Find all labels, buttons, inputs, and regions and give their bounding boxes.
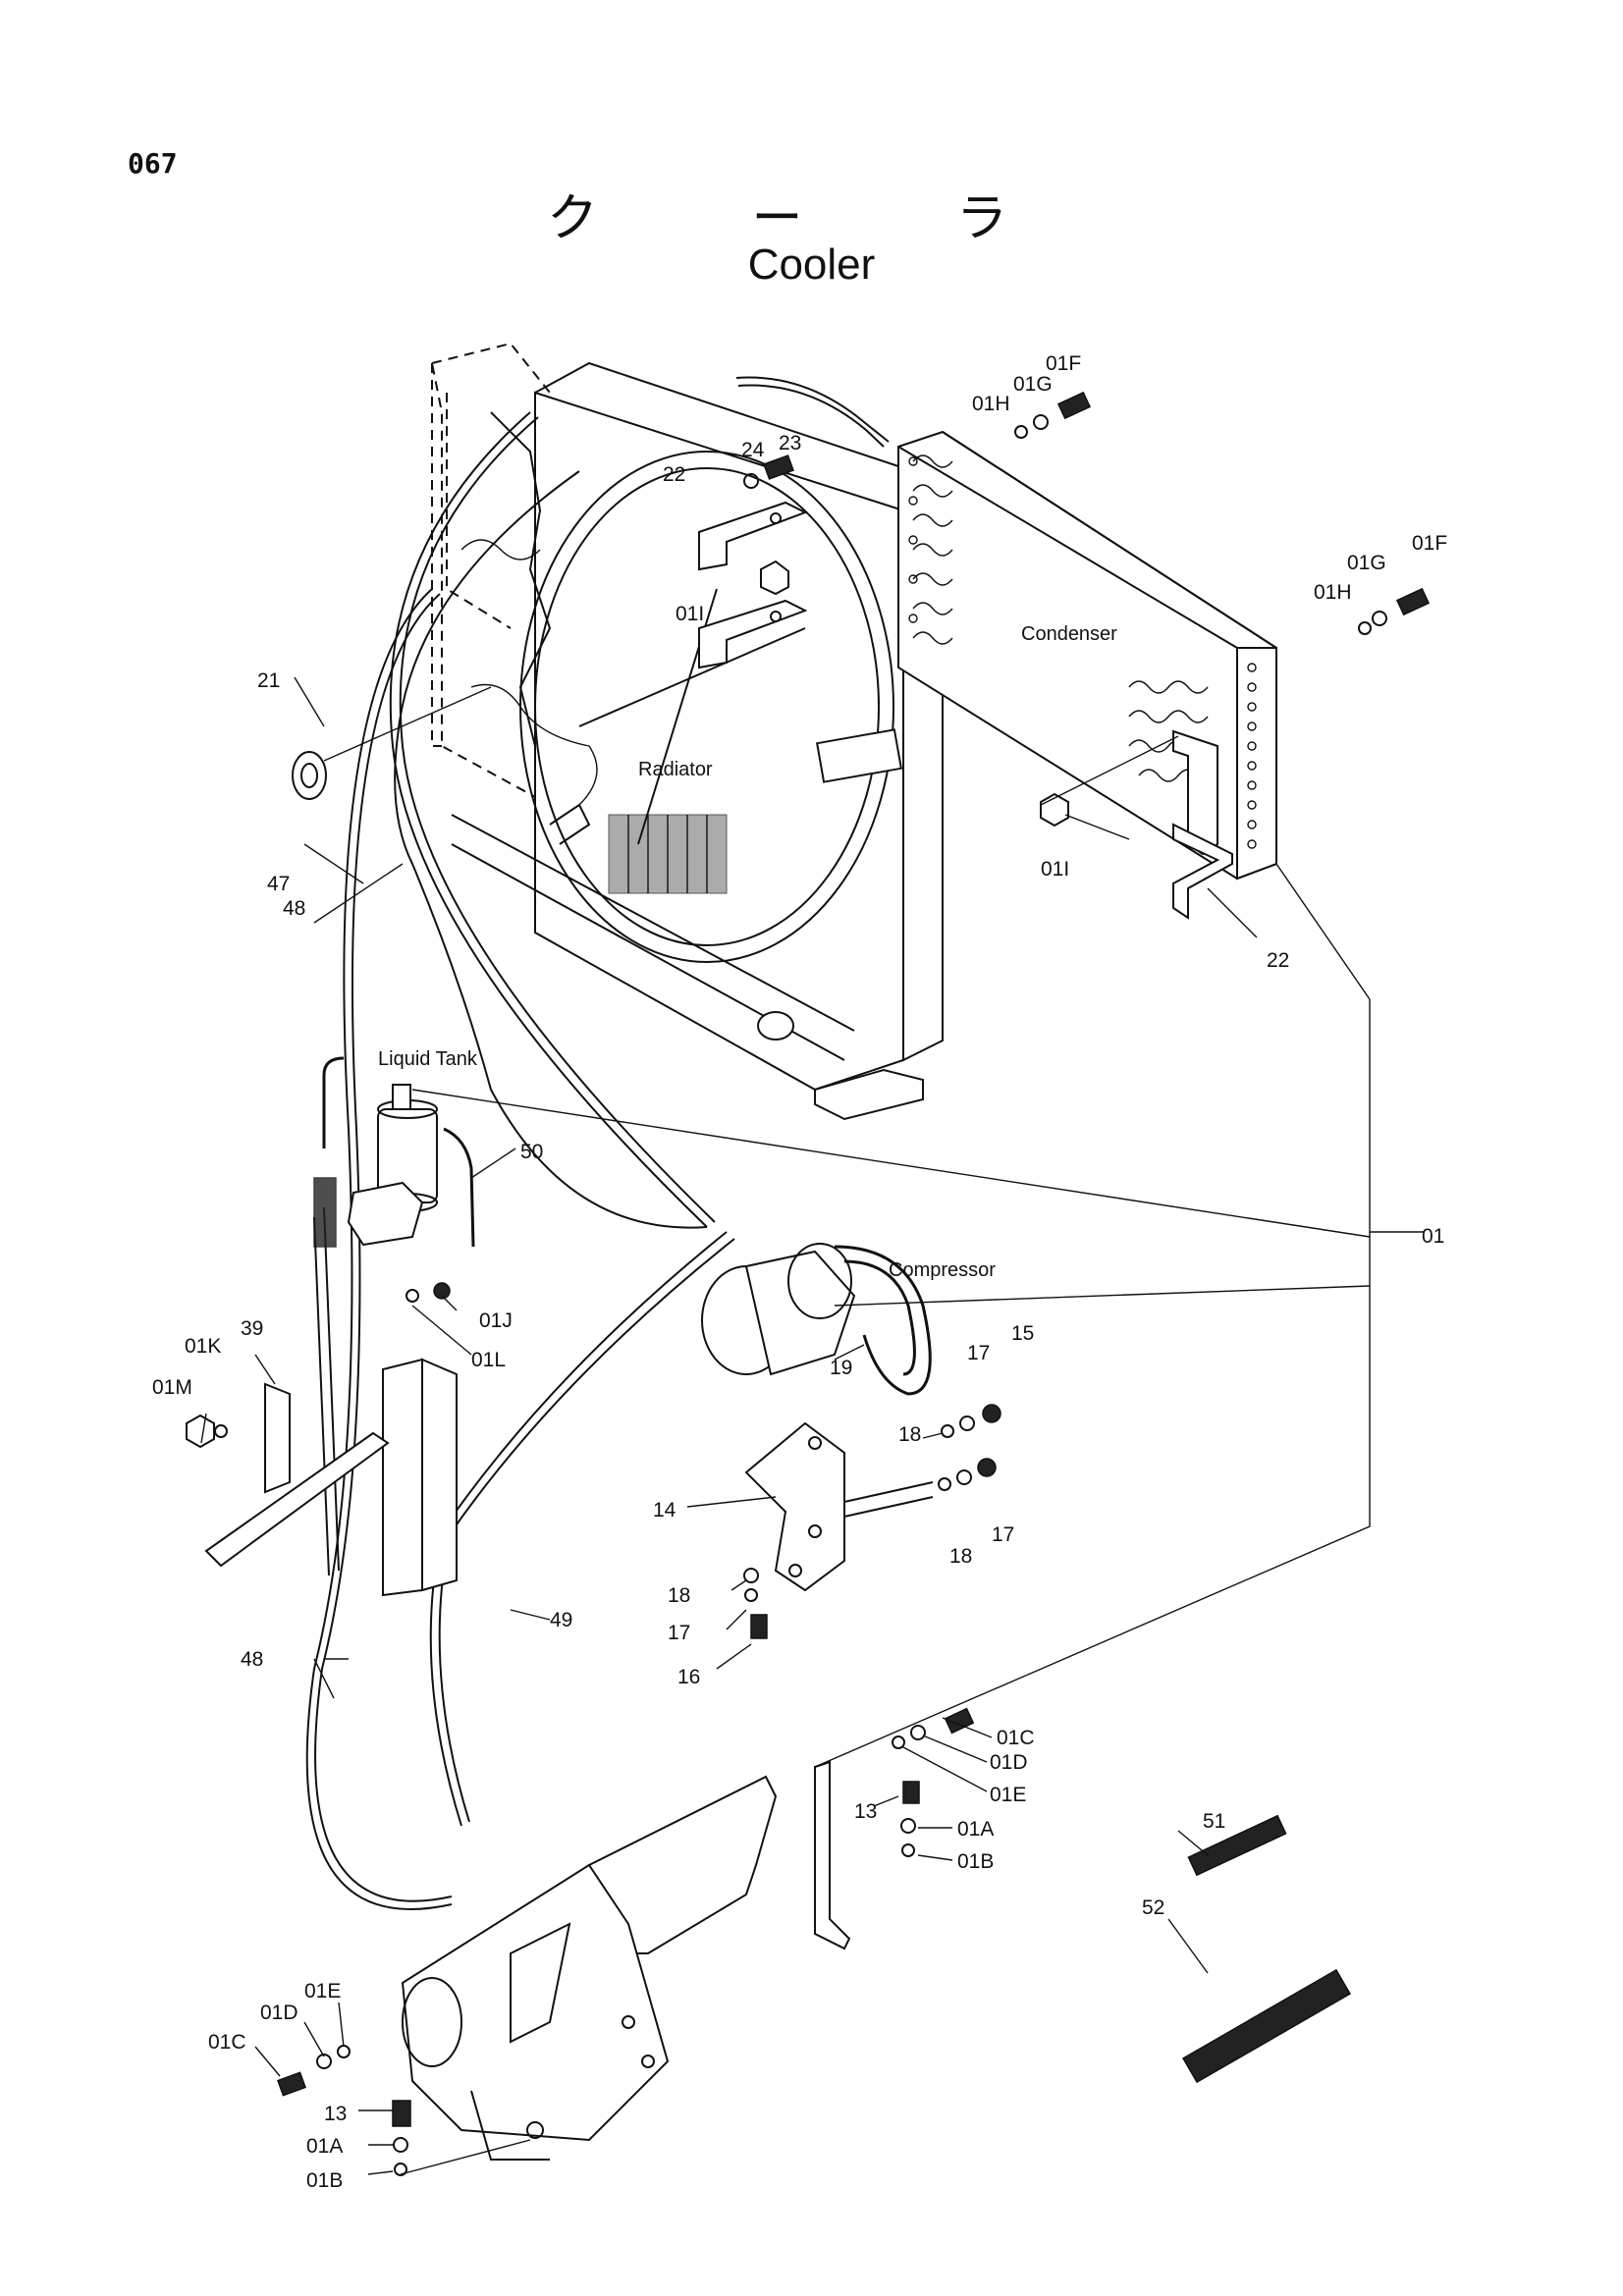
callout-01F-top: 01F (1046, 352, 1081, 375)
callout-21: 21 (257, 669, 280, 692)
callout-17-bottom: 17 (668, 1622, 690, 1644)
callout-18-upper: 18 (898, 1423, 921, 1446)
callout-01K: 01K (185, 1335, 221, 1358)
callout-18-bottom: 18 (668, 1584, 690, 1607)
callout-01G-top: 01G (1013, 373, 1053, 396)
callout-01D-left: 01D (260, 2002, 298, 2024)
callout-22-left: 22 (663, 463, 685, 486)
callout-01G-right: 01G (1347, 552, 1386, 574)
callout-51: 51 (1203, 1810, 1225, 1833)
side-bracket (814, 1760, 1351, 2084)
callout-13-right: 13 (854, 1800, 877, 1823)
radiator-assembly (430, 342, 944, 1121)
callout-01F-right: 01F (1412, 532, 1447, 555)
callout-01D-right: 01D (990, 1751, 1028, 1774)
callout-01C-left: 01C (208, 2031, 246, 2054)
callout-48-lower: 48 (241, 1648, 263, 1671)
title-english: Cooler (747, 240, 876, 289)
callout-50: 50 (520, 1141, 543, 1163)
callouts: 01F 01G 01H 24 23 22 01I 01F 01G 01H 01I… (152, 352, 1447, 2192)
callout-14: 14 (653, 1499, 676, 1522)
title-japanese: ク ー ラ (546, 189, 1077, 248)
callout-01A-left: 01A (306, 2135, 343, 2158)
page-number: 067 (128, 147, 178, 180)
mounting-frame (204, 1358, 458, 1597)
callout-01E-right: 01E (990, 1784, 1026, 1806)
condenser (897, 430, 1277, 881)
callout-01B-right: 01B (957, 1850, 994, 1873)
compressor-label: Compressor (889, 1259, 996, 1281)
callout-01H-top: 01H (972, 393, 1010, 415)
callout-01H-right: 01H (1314, 581, 1352, 604)
fasteners (186, 391, 1431, 2176)
callout-39: 39 (241, 1317, 263, 1340)
callout-01I-left: 01I (676, 603, 704, 625)
compressor (701, 1243, 934, 1592)
callout-17-lower: 17 (992, 1523, 1014, 1546)
callout-18-lower: 18 (949, 1545, 972, 1568)
callout-23: 23 (779, 432, 801, 454)
bracket-22-right (1172, 729, 1233, 920)
bracket-22-left (698, 501, 808, 669)
callout-17-upper: 17 (967, 1342, 990, 1364)
callout-01M: 01M (152, 1376, 192, 1399)
liquid-tank (313, 1056, 475, 1303)
callout-16: 16 (677, 1666, 700, 1688)
callout-01E-left: 01E (304, 1980, 341, 2002)
callout-01B-left: 01B (306, 2169, 343, 2192)
callout-01: 01 (1422, 1225, 1444, 1248)
leader-lines (200, 676, 1424, 2175)
callout-13-left: 13 (324, 2103, 347, 2125)
callout-01L: 01L (471, 1349, 506, 1371)
callout-22-right: 22 (1267, 949, 1289, 972)
liquid-tank-label: Liquid Tank (378, 1048, 478, 1070)
callout-49: 49 (550, 1609, 572, 1631)
callout-01J: 01J (479, 1309, 513, 1332)
callout-24: 24 (741, 439, 765, 461)
callout-48-upper: 48 (283, 897, 305, 920)
callout-19: 19 (830, 1357, 852, 1379)
callout-15: 15 (1011, 1322, 1034, 1345)
evaporator-unit (401, 1775, 778, 2161)
callout-01A-right: 01A (957, 1818, 994, 1841)
hoses (305, 376, 890, 1910)
callout-52: 52 (1142, 1896, 1164, 1919)
radiator-label: Radiator (638, 759, 713, 780)
callout-01I-right: 01I (1041, 858, 1069, 881)
callout-01C-right: 01C (997, 1727, 1035, 1749)
callout-47: 47 (267, 873, 290, 895)
condenser-label: Condenser (1021, 623, 1117, 645)
